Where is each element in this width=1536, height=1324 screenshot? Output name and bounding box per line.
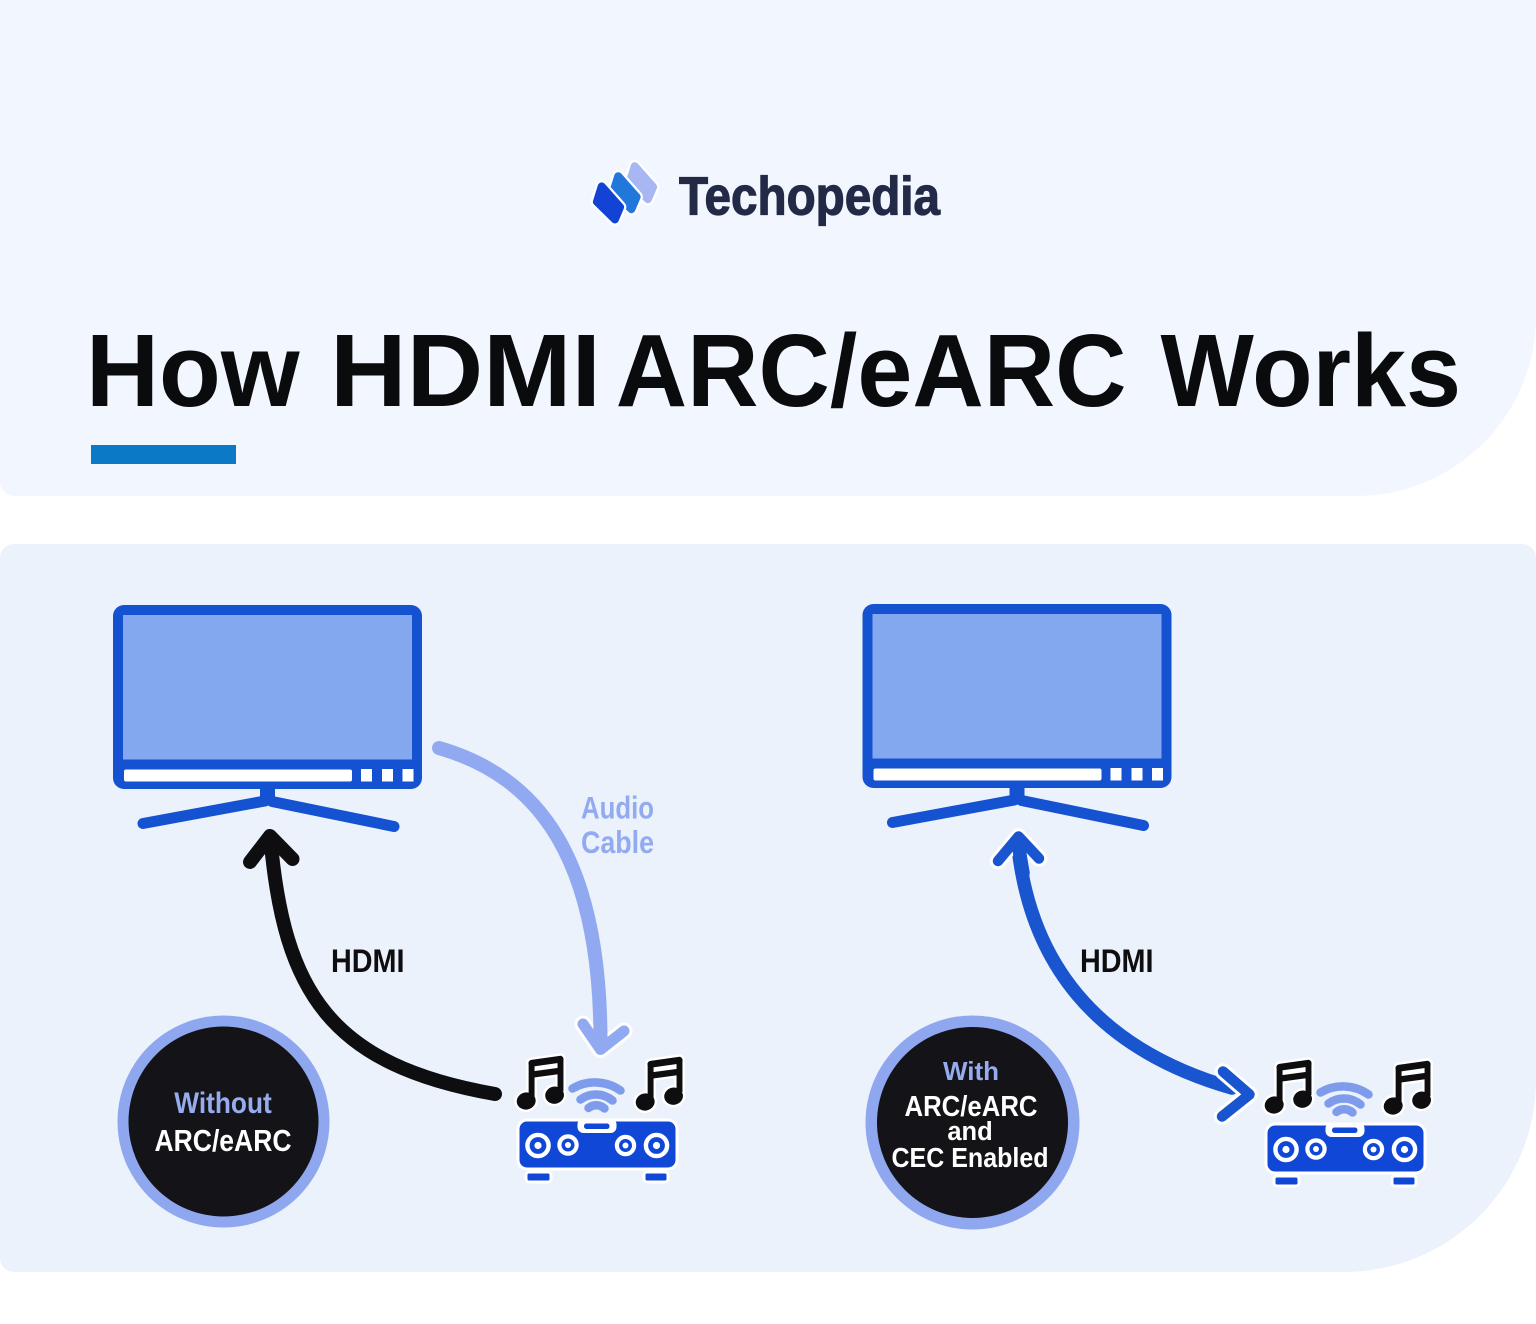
svg-text:Works: Works xyxy=(1161,313,1462,428)
svg-text:HDMI: HDMI xyxy=(330,313,601,428)
svg-text:CEC Enabled: CEC Enabled xyxy=(892,1142,1049,1173)
svg-text:ARC/eARC: ARC/eARC xyxy=(616,313,1127,428)
svg-text:Cable: Cable xyxy=(581,824,654,860)
svg-text:Without: Without xyxy=(174,1087,272,1120)
svg-text:Audio: Audio xyxy=(581,790,654,826)
svg-text:HDMI: HDMI xyxy=(1080,943,1154,979)
svg-text:ARC/eARC: ARC/eARC xyxy=(905,1091,1038,1123)
svg-text:How: How xyxy=(86,313,300,428)
svg-text:ARC/eARC: ARC/eARC xyxy=(155,1123,292,1158)
svg-text:With: With xyxy=(943,1056,999,1086)
svg-text:HDMI: HDMI xyxy=(331,943,405,979)
svg-text:Techopedia: Techopedia xyxy=(679,167,941,227)
svg-text:and: and xyxy=(947,1118,992,1146)
